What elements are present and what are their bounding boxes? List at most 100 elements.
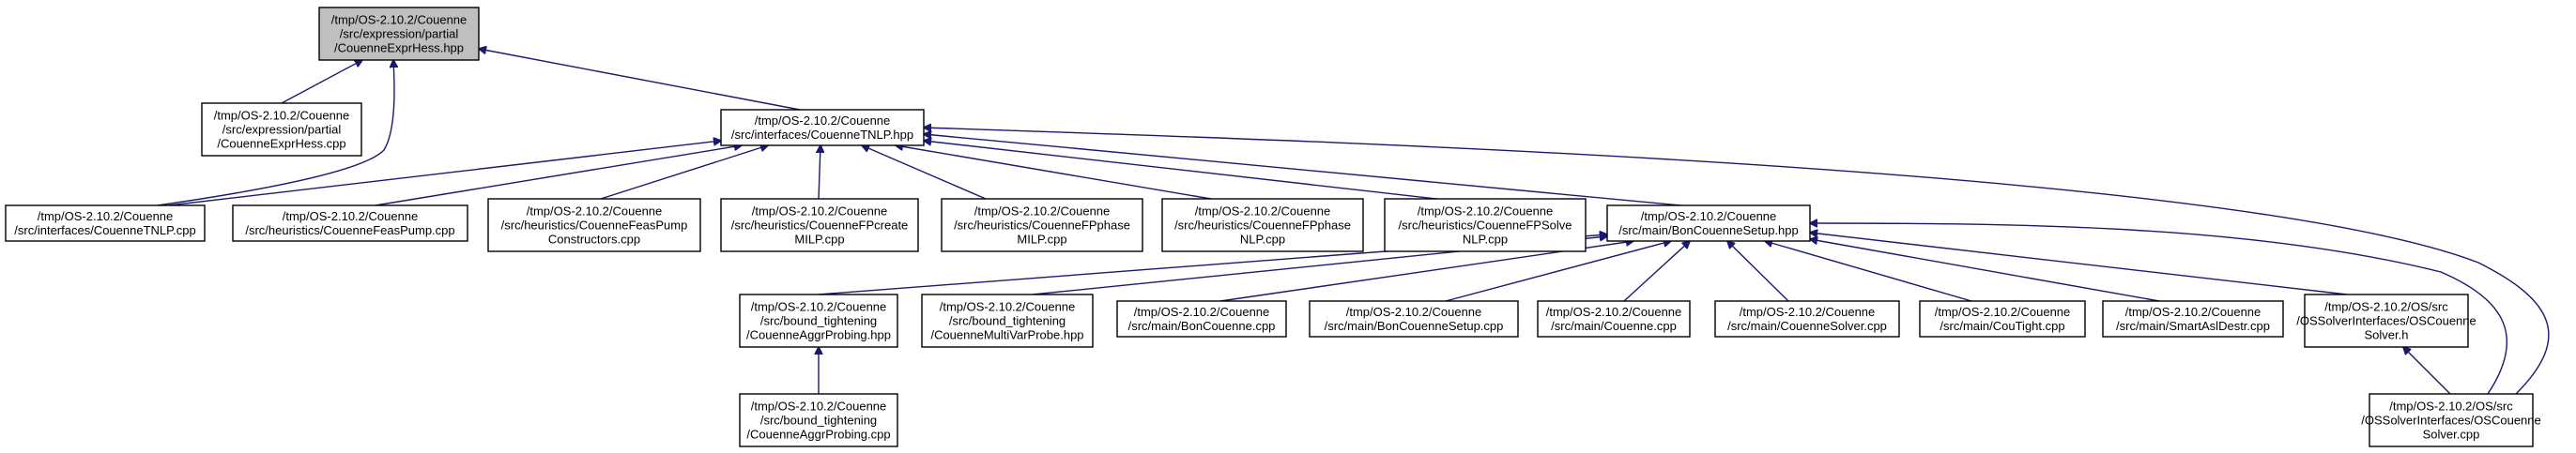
edge-couenne_cpp-to-setup_hpp [1623, 241, 1690, 302]
node-label-line: /src/heuristics/CouenneFPcreate [731, 219, 909, 233]
edge-fpphase_nlp-to-tnlp_hpp [896, 145, 1212, 200]
node-couenne_cpp[interactable]: /tmp/OS-2.10.2/Couenne/src/main/Couenne.… [1537, 300, 1691, 338]
node-label-line: /src/bound_tightening [760, 314, 877, 328]
node-label-line: /OSSolverInterfaces/OSCouenne [2361, 414, 2541, 428]
edge-oscouennesolver_cpp-to-oscouennesolver_h [2403, 347, 2451, 395]
node-label-line: /src/main/CouTight.cpp [1940, 319, 2064, 333]
node-label-line: /src/main/SmartAslDestr.cpp [2116, 319, 2270, 333]
node-label-line: /src/interfaces/CouenneTNLP.cpp [14, 223, 195, 237]
node-label-line: /src/heuristics/CouenneFeasPump [501, 219, 688, 233]
node-label-line: /src/bound_tightening [949, 314, 1066, 328]
node-label-line: /src/bound_tightening [760, 414, 877, 428]
node-setup_hpp[interactable]: /tmp/OS-2.10.2/Couenne/src/main/BonCouen… [1606, 204, 1811, 242]
node-label-line: MILP.cpp [1017, 233, 1066, 247]
node-label-line: /tmp/OS-2.10.2/Couenne [527, 204, 663, 219]
node-label-line: /tmp/OS-2.10.2/Couenne [974, 204, 1111, 219]
node-fpsolve_nlp[interactable]: /tmp/OS-2.10.2/Couenne/src/heuristics/Co… [1384, 198, 1587, 252]
node-label-line: /src/main/BonCouenneSetup.cpp [1325, 319, 1504, 333]
node-label-line: /CouenneExprHess.cpp [217, 137, 345, 151]
node-label-line: /tmp/OS-2.10.2/Couenne [1346, 305, 1482, 319]
node-fpphase_nlp[interactable]: /tmp/OS-2.10.2/Couenne/src/heuristics/Co… [1161, 198, 1364, 252]
node-couennesolver_cpp[interactable]: /tmp/OS-2.10.2/Couenne/src/main/CouenneS… [1714, 300, 1900, 338]
node-label-line: /src/main/BonCouenneSetup.hpp [1618, 223, 1799, 237]
edge-feaspump_ctor-to-tnlp_hpp [600, 145, 768, 200]
node-label-line: /tmp/OS-2.10.2/OS/src [2324, 300, 2448, 314]
node-label-line: /tmp/OS-2.10.2/Couenne [1641, 209, 1777, 223]
node-label-line: /OSSolverInterfaces/OSCouenne [2296, 314, 2476, 328]
edge-oscouennesolver_h-to-setup_hpp [1810, 233, 2348, 295]
node-label-line: /tmp/OS-2.10.2/Couenne [214, 109, 350, 123]
node-label-line: /src/heuristics/CouenneFPphase [954, 219, 1130, 233]
node-multivarprobe_hpp[interactable]: /tmp/OS-2.10.2/Couenne/src/bound_tighten… [921, 294, 1094, 348]
node-exprhess_cpp[interactable]: /tmp/OS-2.10.2/Couenne/src/expression/pa… [201, 102, 362, 157]
node-label-line: NLP.cpp [1240, 233, 1285, 247]
node-feaspump_cpp[interactable]: /tmp/OS-2.10.2/Couenne/src/heuristics/Co… [232, 204, 468, 242]
node-label-line: /tmp/OS-2.10.2/Couenne [940, 300, 1076, 314]
node-feaspump_ctor[interactable]: /tmp/OS-2.10.2/Couenne/src/heuristics/Co… [487, 198, 701, 252]
node-tnlp_hpp[interactable]: /tmp/OS-2.10.2/Couenne/src/interfaces/Co… [720, 109, 925, 146]
node-label-line: /src/expression/partial [340, 27, 459, 41]
edge-oscouennesolver_cpp-to-tnlp_hpp [924, 128, 2550, 395]
node-boncouennesetup_cpp[interactable]: /tmp/OS-2.10.2/Couenne/src/main/BonCouen… [1309, 300, 1519, 338]
edge-fpcreate-to-tnlp_hpp [819, 145, 820, 200]
edge-smartasl_cpp-to-setup_hpp [1810, 239, 2160, 302]
node-label-line: /tmp/OS-2.10.2/Couenne [331, 13, 468, 27]
node-label-line: /tmp/OS-2.10.2/Couenne [38, 209, 174, 223]
node-label-line: /src/heuristics/CouenneFPSolve [1399, 219, 1572, 233]
node-label-line: /CouenneAggrProbing.cpp [746, 428, 890, 442]
node-label-line: /tmp/OS-2.10.2/Couenne [752, 204, 888, 219]
node-aggrprobing_cpp[interactable]: /tmp/OS-2.10.2/Couenne/src/bound_tighten… [739, 393, 898, 447]
node-label-line: /src/heuristics/CouenneFeasPump.cpp [245, 223, 454, 237]
node-label-line: /tmp/OS-2.10.2/Couenne [1195, 204, 1331, 219]
node-label-line: /CouenneAggrProbing.hpp [746, 328, 891, 342]
node-oscouennesolver_h[interactable]: /tmp/OS-2.10.2/OS/src/OSSolverInterfaces… [2296, 294, 2476, 348]
node-label-line: /src/expression/partial [222, 123, 342, 137]
edge-coutight_cpp-to-setup_hpp [1765, 241, 1972, 302]
node-label-line: /tmp/OS-2.10.2/Couenne [751, 400, 887, 414]
node-oscouennesolver_cpp[interactable]: /tmp/OS-2.10.2/OS/src/OSSolverInterfaces… [2361, 393, 2541, 447]
node-label-line: /src/main/BonCouenne.cpp [1128, 319, 1276, 333]
node-layer: /tmp/OS-2.10.2/Couenne/src/expression/pa… [5, 7, 2541, 447]
node-label-line: NLP.cpp [1463, 233, 1508, 247]
node-label-line: /CouenneMultiVarProbe.hpp [930, 328, 1083, 342]
node-tnlp_cpp[interactable]: /tmp/OS-2.10.2/Couenne/src/interfaces/Co… [5, 204, 206, 242]
node-smartasl_cpp[interactable]: /tmp/OS-2.10.2/Couenne/src/main/SmartAsl… [2102, 300, 2284, 338]
node-label-line: /src/main/CouenneSolver.cpp [1727, 319, 1887, 333]
node-label-line: /tmp/OS-2.10.2/Couenne [751, 300, 887, 314]
node-label-line: /tmp/OS-2.10.2/Couenne [755, 113, 891, 128]
edge-fpphase_milp-to-tnlp_hpp [862, 145, 987, 200]
node-label-line: /tmp/OS-2.10.2/Couenne [1935, 305, 2071, 319]
edge-tnlp_cpp-to-tnlp_hpp [168, 141, 721, 206]
edge-feaspump_cpp-to-tnlp_hpp [375, 145, 742, 206]
node-aggrprobing_hpp[interactable]: /tmp/OS-2.10.2/Couenne/src/bound_tighten… [739, 294, 898, 348]
node-label-line: /tmp/OS-2.10.2/Couenne [2125, 305, 2262, 319]
node-label-line: Constructors.cpp [548, 233, 640, 247]
node-label-line: /tmp/OS-2.10.2/Couenne [1546, 305, 1682, 319]
node-fpphase_milp[interactable]: /tmp/OS-2.10.2/Couenne/src/heuristics/Co… [941, 198, 1143, 252]
node-label-line: /tmp/OS-2.10.2/Couenne [1134, 305, 1270, 319]
node-label-line: MILP.cpp [794, 233, 844, 247]
edge-fpsolve_nlp-to-tnlp_hpp [924, 141, 1437, 200]
edge-oscouennesolver_cpp-to-setup_hpp [1810, 223, 2508, 395]
node-label-line: Solver.cpp [2423, 428, 2480, 442]
node-label-line: /src/interfaces/CouenneTNLP.hpp [731, 128, 913, 142]
edge-tnlp_hpp-to-root [479, 49, 801, 111]
node-label-line: /src/main/Couenne.cpp [1551, 319, 1677, 333]
node-coutight_cpp[interactable]: /tmp/OS-2.10.2/Couenne/src/main/CouTight… [1919, 300, 2086, 338]
node-label-line: /tmp/OS-2.10.2/OS/src [2389, 400, 2513, 414]
node-root[interactable]: /tmp/OS-2.10.2/Couenne/src/expression/pa… [318, 7, 480, 61]
edge-tnlp_cpp-to-root [157, 60, 394, 206]
node-boncouenne_cpp[interactable]: /tmp/OS-2.10.2/Couenne/src/main/BonCouen… [1116, 300, 1287, 338]
node-label-line: Solver.h [2365, 328, 2409, 342]
edge-setup_hpp-to-tnlp_hpp [924, 134, 1681, 206]
node-label-line: /CouenneExprHess.hpp [334, 41, 464, 55]
node-label-line: /src/heuristics/CouenneFPphase [1174, 219, 1351, 233]
node-label-line: /tmp/OS-2.10.2/Couenne [1418, 204, 1554, 219]
edge-exprhess_cpp-to-root [281, 60, 362, 104]
node-fpcreate[interactable]: /tmp/OS-2.10.2/Couenne/src/heuristics/Co… [720, 198, 919, 252]
edge-couennesolver_cpp-to-setup_hpp [1727, 241, 1789, 302]
edge-boncouennesetup_cpp-to-setup_hpp [1445, 241, 1671, 302]
node-label-line: /tmp/OS-2.10.2/Couenne [283, 209, 419, 223]
node-label-line: /tmp/OS-2.10.2/Couenne [1740, 305, 1876, 319]
